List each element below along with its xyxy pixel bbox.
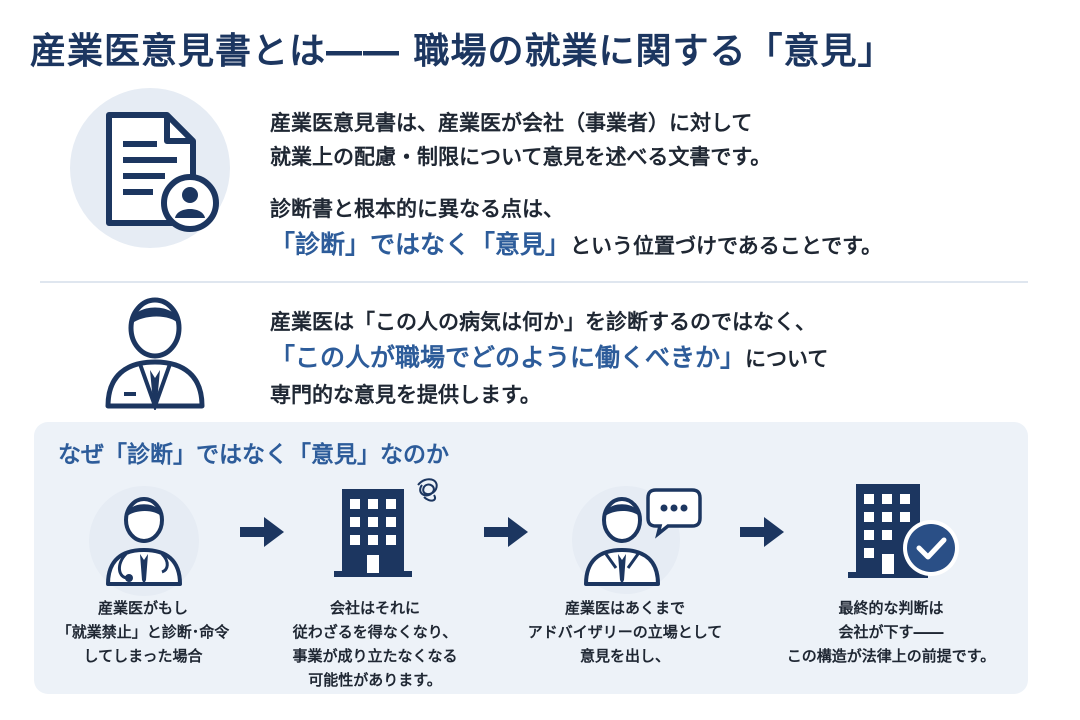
doctor-line-3: 専門的な意見を提供します。 bbox=[270, 383, 541, 407]
doctor-bust-icon bbox=[100, 290, 210, 410]
step3-line-3: 意見を出し、 bbox=[579, 647, 670, 665]
doctor-stethoscope-icon bbox=[102, 488, 186, 588]
doctor-line-2: 「この人が職場でどのように働くべきか」について bbox=[270, 341, 828, 376]
step2-line-4: 可能性があります。 bbox=[308, 671, 442, 689]
page-title: 産業医意見書とは―― 職場の就業に関する「意見」 bbox=[30, 31, 895, 72]
step2-line-2: 従わざるを得なくなり、 bbox=[292, 623, 458, 641]
doctor-highlight: 「この人が職場でどのように働くべきか」 bbox=[270, 343, 746, 372]
step1-line-1: 産業医がもし bbox=[97, 599, 188, 617]
building-check-icon bbox=[842, 478, 966, 582]
step1-line-3: してしまった場合 bbox=[83, 647, 203, 665]
intro-line-3: 診断書と根本的に異なる点は、 bbox=[270, 197, 564, 221]
intro-line-1: 産業医意見書は、産業医が会社（事業者）に対して bbox=[270, 111, 753, 135]
section-divider bbox=[40, 281, 1028, 283]
why-title: なぜ「診断」ではなく「意見」なのか bbox=[58, 442, 449, 468]
step3-caption: 産業医はあくまで アドバイザリーの立場として 意見を出し、 bbox=[500, 596, 750, 668]
intro-highlight: 「診断」ではなく「意見」 bbox=[270, 230, 571, 259]
arrow-right-icon bbox=[740, 517, 784, 547]
step3-line-1: 産業医はあくまで bbox=[564, 599, 685, 617]
step4-caption: 最終的な判断は 会社が下す―― この構造が法律上の前提です。 bbox=[766, 596, 1016, 668]
step2-caption: 会社はそれに 従わざるを得なくなり、 事業が成り立たなくなる 可能性があります。 bbox=[250, 596, 500, 692]
intro-paragraph-1: 産業医意見書は、産業医が会社（事業者）に対して 就業上の配慮・制限について意見を… bbox=[270, 106, 771, 174]
step4-line-2: 会社が下す―― bbox=[838, 623, 944, 641]
doctor-line-2-rest: について bbox=[745, 347, 829, 371]
step2-line-1: 会社はそれに bbox=[329, 599, 420, 617]
step4-line-3: この構造が法律上の前提です。 bbox=[786, 647, 996, 665]
step2-line-3: 事業が成り立たなくなる bbox=[292, 647, 458, 665]
document-user-icon bbox=[95, 105, 225, 235]
step1-caption: 産業医がもし 「就業禁止」と診断･命令 してしまった場合 bbox=[18, 596, 268, 668]
building-confused-icon bbox=[334, 475, 450, 579]
intro-line-4-rest: という位置づけであることです。 bbox=[570, 234, 883, 258]
doctor-speech-bubble-icon bbox=[582, 484, 702, 588]
step4-line-1: 最終的な判断は bbox=[838, 599, 944, 617]
intro-line-2: 就業上の配慮・制限について意見を述べる文書です。 bbox=[270, 145, 772, 169]
step3-line-2: アドバイザリーの立場として bbox=[527, 623, 723, 641]
intro-line-4: 「診断」ではなく「意見」という位置づけであることです。 bbox=[270, 228, 882, 263]
arrow-right-icon bbox=[240, 517, 284, 547]
doctor-paragraph: 産業医は「この人の病気は何か」を診断するのではなく、 「この人が職場でどのように… bbox=[270, 305, 828, 412]
intro-paragraph-2: 診断書と根本的に異なる点は、 「診断」ではなく「意見」という位置づけであることで… bbox=[270, 192, 882, 263]
arrow-right-icon bbox=[484, 517, 528, 547]
step1-line-2: 「就業禁止」と診断･命令 bbox=[56, 623, 230, 641]
doctor-line-1: 産業医は「この人の病気は何か」を診断するのではなく、 bbox=[270, 310, 816, 334]
